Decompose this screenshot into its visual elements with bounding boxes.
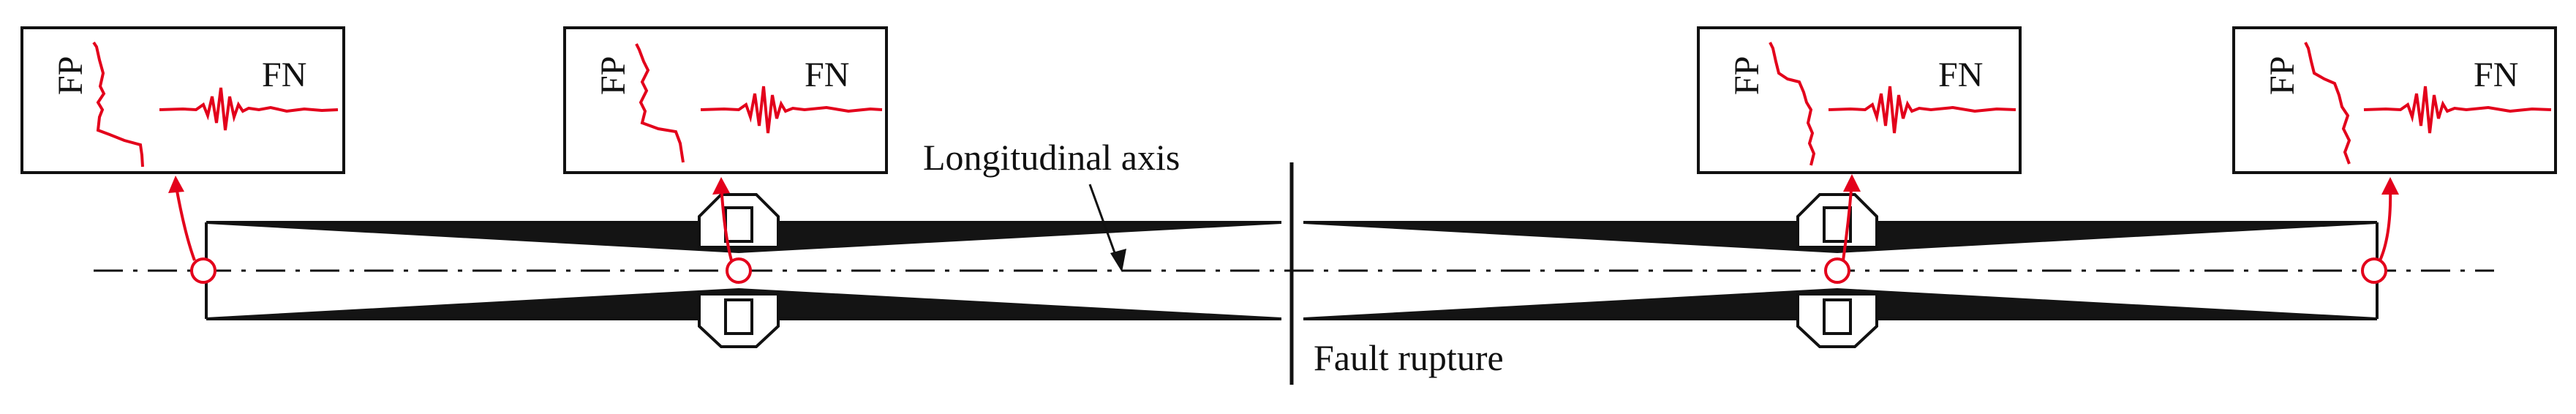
fn-label: FN: [1938, 56, 1983, 94]
record-box-2: FP FN: [563, 26, 888, 174]
joint-left: [698, 193, 780, 348]
fp-label: FP: [1728, 56, 1766, 95]
fn-label: FN: [805, 56, 849, 94]
record-box-1: FP FN: [20, 26, 345, 174]
arrowheads: [168, 174, 2399, 195]
fp-waveform: [1769, 42, 1816, 166]
fp-label: FP: [2263, 56, 2302, 95]
fp-label: FP: [594, 56, 633, 95]
fp-waveform: [92, 41, 144, 168]
fp-label: FP: [51, 56, 90, 95]
longitudinal-axis-arrowhead: [1110, 249, 1126, 272]
tunnel-right-segment: [1303, 221, 2379, 320]
measurement-points: [174, 181, 2392, 284]
fp-waveform: [2304, 42, 2351, 165]
tunnel-left-segment: [205, 221, 1281, 320]
joint-right: [1796, 193, 1878, 348]
fault-rupture-label: Fault rupture: [1314, 337, 1504, 378]
fn-waveform: [700, 86, 883, 134]
fp-waveform: [635, 43, 685, 163]
longitudinal-axis-leader: [1088, 184, 1121, 266]
fn-waveform: [159, 87, 339, 131]
longitudinal-axis-label: Longitudinal axis: [923, 137, 1180, 178]
fn-waveform: [1828, 86, 2016, 134]
record-box-3: FP FN: [1697, 26, 2022, 174]
fn-label: FN: [262, 56, 306, 94]
record-box-4: FP FN: [2232, 26, 2557, 174]
fn-label: FN: [2474, 56, 2518, 94]
fn-waveform: [2363, 86, 2552, 134]
